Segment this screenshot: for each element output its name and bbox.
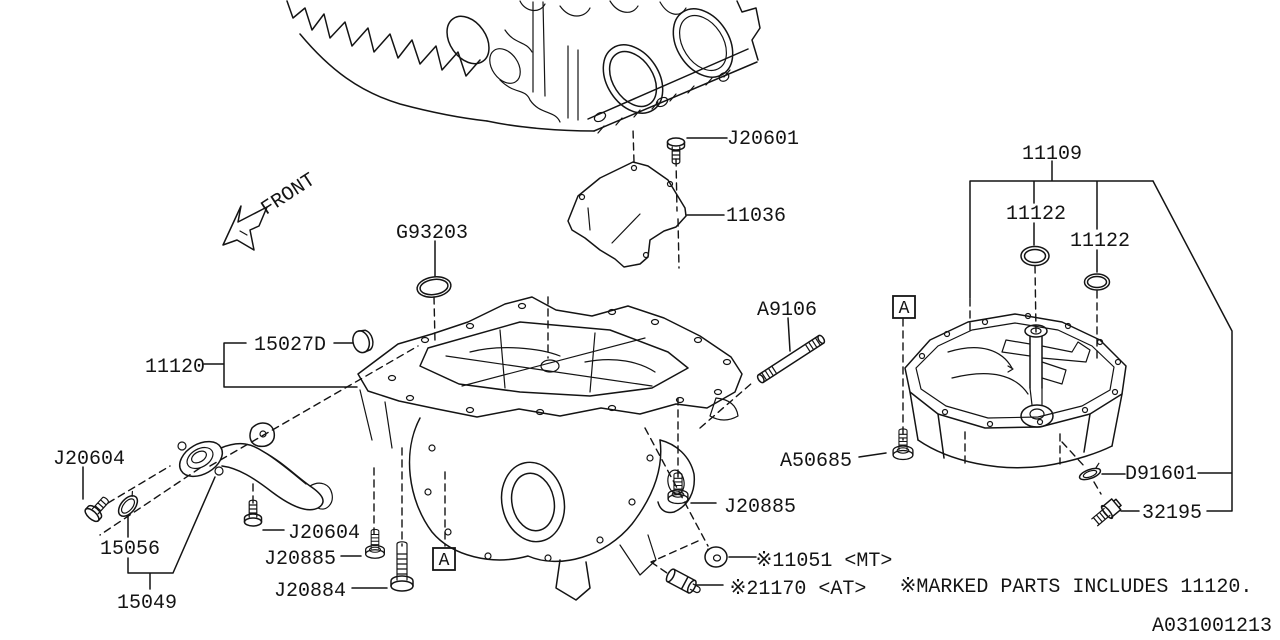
part-label-note-21: ※MARKED PARTS INCLUDES 11120. [900, 576, 1253, 599]
part-label-J20885-15: J20885 [724, 496, 796, 519]
oil-pan-lower-drawing [904, 312, 1127, 469]
part-label-11122-8: 11122 [1070, 230, 1130, 253]
stud-A9106-icon [756, 334, 826, 384]
o-ring-G93203-icon [416, 276, 452, 298]
drain-plug-32195-icon [1091, 498, 1122, 527]
part-label-J20601-0: J20601 [727, 128, 799, 151]
plug-21170-icon [665, 568, 701, 594]
part-label-A50685-16: A50685 [780, 450, 852, 473]
assembly-marker-A-1: A [432, 547, 456, 571]
part-label-11051-19: ※11051 <MT> [756, 550, 893, 573]
o-ring-11122b-icon [1083, 273, 1111, 291]
part-label-D91601-17: D91601 [1125, 463, 1197, 486]
part-label-A9106-5: A9106 [757, 299, 817, 322]
svg-text:A: A [899, 299, 910, 319]
part-label-front-23: FRONT [257, 169, 320, 221]
bolt-J20604-mid-icon [243, 499, 263, 527]
gasket-15056-icon [117, 490, 139, 517]
assembly-marker-A-0: A [892, 295, 916, 319]
part-label-15027D-3: 15027D [254, 334, 326, 357]
front-arrow [222, 205, 268, 251]
part-label-diagram-code-22: A031001213 [1152, 615, 1272, 638]
bolt-J20604-left-icon [82, 492, 114, 525]
part-label-G93203-2: G93203 [396, 222, 468, 245]
washer-11051-icon [704, 546, 728, 568]
bolt-J20884-icon [390, 541, 414, 592]
part-label-32195-18: 32195 [1142, 502, 1202, 525]
part-label-15049-11: 15049 [117, 592, 177, 615]
bolt-J20885-mid-icon [365, 528, 385, 559]
oil-pan-upper-drawing [357, 296, 743, 601]
part-label-J20884-14: J20884 [274, 580, 346, 603]
part-label-11122-7: 11122 [1006, 203, 1066, 226]
leader-lines [82, 137, 1233, 590]
part-label-J20604-9: J20604 [53, 448, 125, 471]
assembly-markers: AA [432, 295, 916, 571]
svg-text:A: A [439, 551, 450, 571]
gasket-D91601-icon [1078, 462, 1102, 481]
oil-strainer-drawing [177, 422, 333, 511]
part-label-15056-10: 15056 [100, 538, 160, 561]
part-label-11036-1: 11036 [726, 205, 786, 228]
part-label-J20604-12: J20604 [288, 522, 360, 545]
part-label-J20885-13: J20885 [264, 548, 336, 571]
hidden-lines [99, 128, 1102, 574]
cup-plug-15027D-icon [352, 329, 374, 354]
engine-block-drawing [286, 0, 761, 134]
o-ring-11122-icon [1020, 245, 1050, 267]
baffle-plate-drawing [567, 161, 687, 268]
part-label-21170-20: ※21170 <AT> [730, 578, 867, 601]
part-label-11120-4: 11120 [145, 356, 205, 379]
part-label-11109-6: 11109 [1022, 143, 1082, 166]
